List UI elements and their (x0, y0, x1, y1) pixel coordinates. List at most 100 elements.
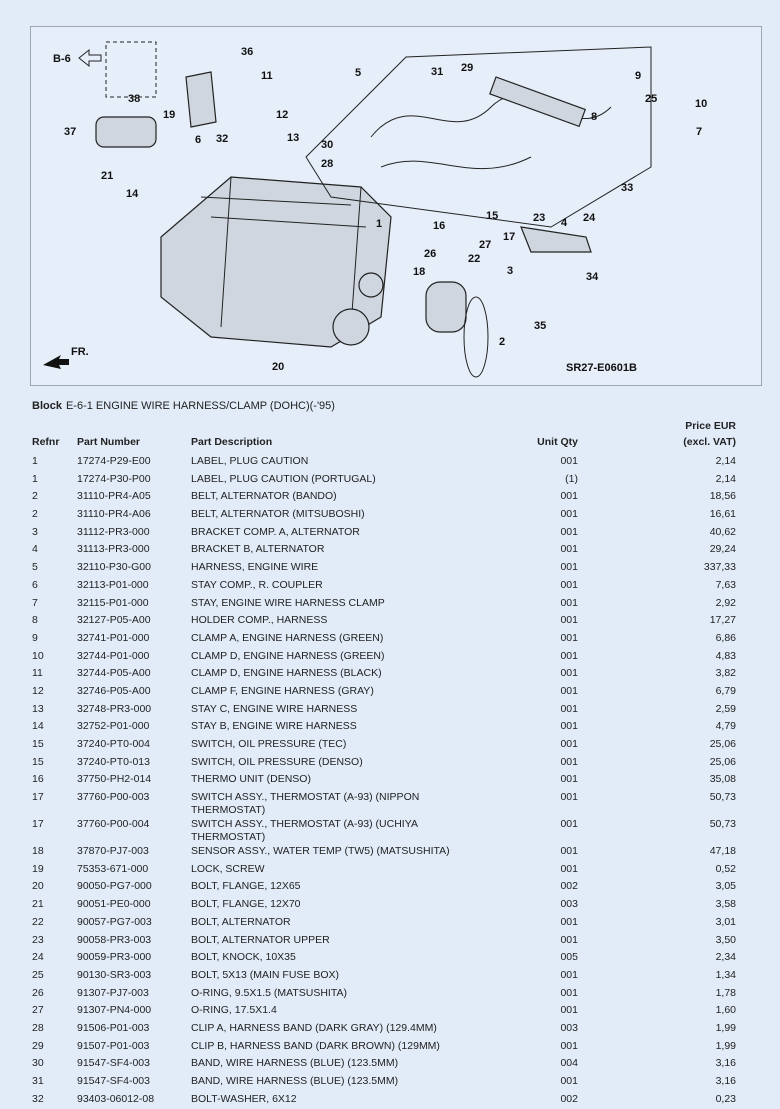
callout[interactable]: 33 (621, 182, 633, 194)
callout[interactable]: 34 (586, 271, 599, 283)
price-cell: 2,34 (715, 951, 736, 964)
callout[interactable]: 15 (486, 210, 498, 222)
callout[interactable]: 17 (503, 231, 515, 243)
callout[interactable]: 12 (276, 109, 288, 121)
callout[interactable]: 2 (499, 336, 505, 348)
unit-qty-cell: 001 (560, 845, 578, 858)
callout[interactable]: 16 (433, 220, 445, 232)
price-cell: 25,06 (709, 738, 736, 750)
callout[interactable]: 10 (695, 98, 707, 110)
callout[interactable]: 35 (534, 320, 546, 332)
callout[interactable]: 1 (376, 218, 382, 230)
callout[interactable]: 11 (261, 70, 273, 82)
callout[interactable]: 28 (321, 158, 333, 170)
callout[interactable]: 37 (64, 126, 76, 138)
unit-qty-cell: 005 (560, 951, 578, 964)
price-cell: 2,14 (715, 455, 736, 467)
header-part-number: Part Number (77, 436, 141, 448)
description-cell: SENSOR ASSY., WATER TEMP (TW5) (MATSUSHI… (191, 845, 450, 858)
inset-box (105, 41, 157, 98)
callout[interactable]: 18 (413, 266, 425, 278)
callout[interactable]: 4 (561, 217, 568, 229)
description-cell: HOLDER COMP., HARNESS (191, 614, 328, 627)
callout[interactable]: 22 (468, 253, 480, 265)
callout[interactable]: 6 (195, 134, 201, 146)
front-label: FR. (71, 346, 89, 358)
refnr-cell: 27 (32, 1004, 44, 1017)
callout[interactable]: 20 (272, 361, 284, 373)
callout[interactable]: 31 (431, 66, 443, 78)
refnr-cell: 30 (32, 1057, 44, 1070)
header-description: Part Description (191, 436, 273, 448)
callout[interactable]: 36 (241, 46, 253, 58)
callout[interactable]: 3 (507, 265, 513, 277)
callout[interactable]: 14 (126, 188, 139, 200)
callout[interactable]: 19 (163, 109, 175, 121)
price-cell: 2,59 (715, 702, 736, 715)
unit-qty-cell: 001 (560, 933, 578, 946)
callout[interactable]: 27 (479, 239, 491, 251)
callout[interactable]: 13 (287, 132, 299, 144)
unit-qty-cell: 001 (560, 667, 578, 680)
description-cell: BOLT, FLANGE, 12X65 (191, 880, 301, 893)
callout[interactable]: 25 (645, 93, 657, 105)
callout[interactable]: 24 (583, 212, 596, 224)
callout[interactable]: 8 (591, 111, 597, 123)
callout[interactable]: 5 (355, 67, 361, 79)
callout[interactable]: 23 (533, 212, 545, 224)
callout[interactable]: 32 (216, 133, 228, 145)
callout[interactable]: 38 (128, 93, 140, 105)
price-cell: 2,92 (715, 596, 736, 609)
unit-qty-cell: 001 (560, 684, 578, 697)
part-number-cell: 37240-PT0-004 (77, 738, 150, 750)
callout[interactable]: 29 (461, 62, 473, 74)
callout[interactable]: 9 (635, 70, 641, 82)
callout[interactable]: 21 (101, 170, 113, 182)
unit-qty-cell: 001 (560, 773, 578, 786)
refnr-cell: 19 (32, 862, 44, 875)
unit-qty-cell: 001 (560, 755, 578, 768)
callout[interactable]: 30 (321, 139, 333, 151)
callout[interactable]: 7 (696, 126, 702, 138)
price-cell: 1,60 (715, 1004, 736, 1017)
part-number-cell: 31110-PR4-A05 (77, 490, 151, 503)
callout[interactable]: 26 (424, 248, 436, 260)
refnr-cell: 26 (32, 986, 44, 999)
